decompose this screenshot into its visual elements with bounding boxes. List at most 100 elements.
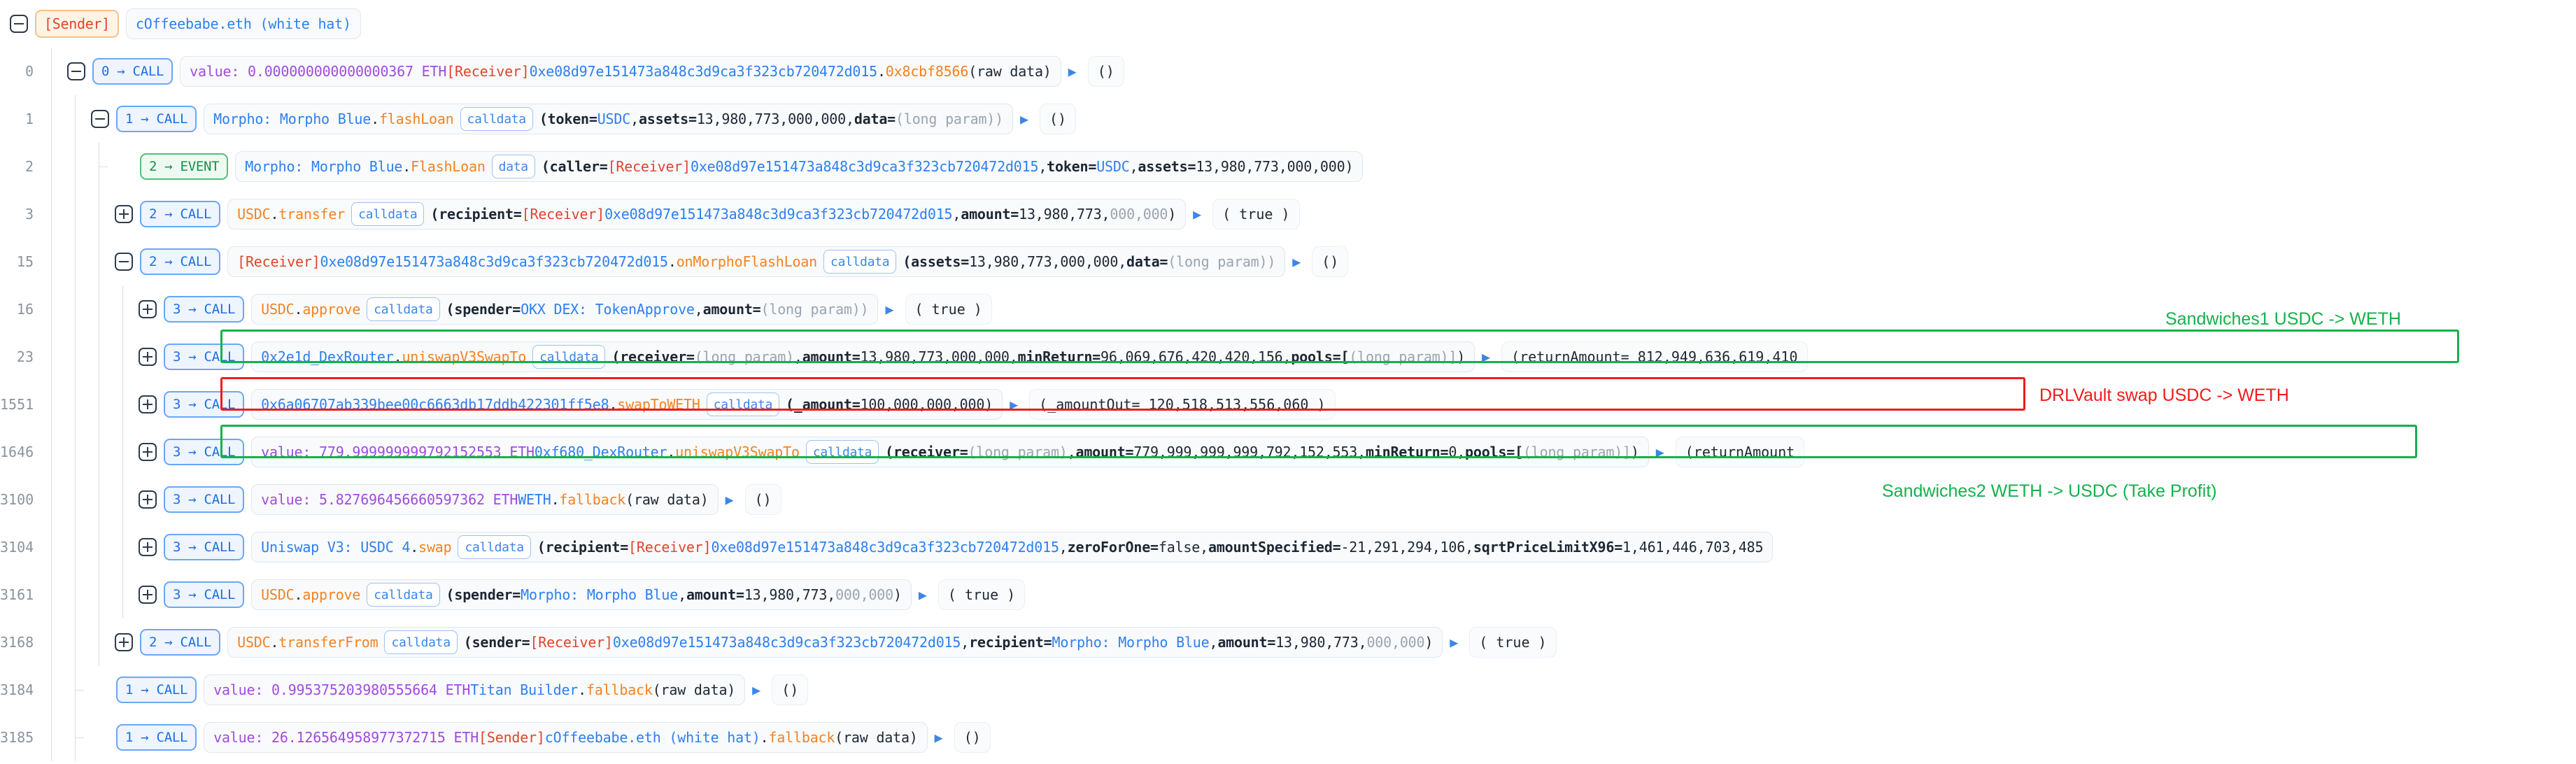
trace-row[interactable]: 1 1 → CALL Morpho: Morpho Blue . flashLoan… bbox=[0, 95, 2576, 143]
return-value-pill[interactable]: (returnAmount= 812,949,636,619,410 bbox=[1501, 341, 1808, 372]
address-ref: Morpho: Morpho Blue bbox=[1052, 634, 1210, 651]
return-value-pill[interactable]: () bbox=[1312, 246, 1349, 277]
call-depth-badge[interactable]: 1 → CALL bbox=[116, 677, 197, 703]
calldata-tag[interactable]: calldata bbox=[367, 297, 440, 321]
indent-guides bbox=[43, 381, 139, 428]
calldata-tag[interactable]: calldata bbox=[532, 345, 606, 369]
return-value-pill[interactable]: () bbox=[744, 484, 781, 515]
return-value-pill[interactable]: (returnAmount bbox=[1675, 437, 1805, 467]
row-index: 1 bbox=[24, 111, 34, 127]
call-depth-badge[interactable]: 3 → CALL bbox=[164, 439, 245, 465]
event-depth-badge[interactable]: 2 → EVENT bbox=[140, 153, 229, 180]
calldata-tag[interactable]: calldata bbox=[805, 440, 879, 464]
calldata-tag[interactable]: calldata bbox=[458, 535, 531, 559]
param-key: (receiver= bbox=[611, 348, 695, 365]
call-depth-badge[interactable]: 3 → CALL bbox=[164, 486, 245, 513]
call-depth-badge[interactable]: 2 → CALL bbox=[140, 629, 221, 656]
call-signature-pill[interactable]: value: 0.000000000000000367 ETH[Receiver… bbox=[180, 56, 1061, 87]
minus-square-icon[interactable] bbox=[10, 15, 28, 33]
calldata-tag[interactable]: calldata bbox=[351, 202, 425, 226]
plus-square-icon[interactable] bbox=[139, 395, 157, 413]
selector-hash: 0x8cbf8566 bbox=[885, 63, 969, 80]
return-arrow-icon: ▶ bbox=[1068, 63, 1077, 80]
plus-square-icon[interactable] bbox=[115, 633, 133, 651]
return-value-pill[interactable]: () bbox=[1087, 56, 1124, 87]
param-key: sqrtPriceLimitX96= bbox=[1473, 539, 1623, 556]
return-value-pill[interactable]: () bbox=[1040, 104, 1077, 134]
call-signature-pill[interactable]: value: 26.126564958977372715 ETH[Sender]… bbox=[204, 722, 928, 753]
return-value-pill[interactable]: () bbox=[772, 674, 809, 705]
row-index: 1646 bbox=[0, 444, 34, 460]
call-signature-pill[interactable]: [Receiver] 0xe08d97e151473a848c3d9ca3f32… bbox=[227, 246, 1286, 277]
call-signature-pill[interactable]: 0x6a06707ab339bee00c6663db17ddb422301ff5… bbox=[251, 389, 1003, 420]
return-value-pill[interactable]: ( true ) bbox=[1212, 199, 1300, 229]
sender-address-pill[interactable]: cOffeebabe.eth (white hat) bbox=[125, 8, 361, 39]
indent-guide bbox=[91, 571, 115, 618]
calldata-tag[interactable]: calldata bbox=[823, 250, 897, 274]
return-value-pill[interactable]: ( true ) bbox=[937, 579, 1026, 610]
receiver-tag: [Receiver] bbox=[628, 539, 712, 556]
indent-guide bbox=[43, 143, 67, 190]
plus-square-icon[interactable] bbox=[139, 490, 157, 509]
call-depth-badge[interactable]: 3 → CALL bbox=[164, 581, 245, 608]
calldata-tag[interactable]: calldata bbox=[706, 392, 780, 416]
call-depth-badge[interactable]: 3 → CALL bbox=[164, 296, 245, 323]
plus-square-icon[interactable] bbox=[139, 300, 157, 318]
call-depth-badge[interactable]: 3 → CALL bbox=[164, 344, 245, 370]
call-depth-badge[interactable]: 2 → CALL bbox=[140, 201, 221, 227]
return-value-pill[interactable]: ( true ) bbox=[905, 294, 992, 325]
row-index: 16 bbox=[16, 301, 34, 318]
punctuation: . bbox=[294, 301, 303, 318]
call-signature-pill[interactable]: value: 0.995375203980555664 ETH Titan Bu… bbox=[204, 674, 746, 705]
calldata-tag[interactable]: calldata bbox=[367, 583, 440, 607]
plus-square-icon[interactable] bbox=[139, 586, 157, 604]
calldata-tag[interactable]: data bbox=[491, 155, 535, 178]
call-signature-pill[interactable]: value: 5.827696456660597362 ETH WETH . f… bbox=[251, 484, 719, 515]
call-signature-pill[interactable]: value: 779.999999999792152553 ETH 0xf680… bbox=[251, 437, 1649, 467]
indent-guide bbox=[115, 333, 139, 381]
call-depth-badge[interactable]: 3 → CALL bbox=[164, 534, 245, 560]
minus-square-icon[interactable] bbox=[115, 253, 133, 271]
return-value-pill[interactable]: ( true ) bbox=[1469, 627, 1557, 658]
call-depth-badge[interactable]: 2 → CALL bbox=[140, 248, 221, 275]
call-depth-badge[interactable]: 1 → CALL bbox=[116, 106, 197, 132]
plus-square-icon[interactable] bbox=[139, 443, 157, 461]
plus-square-icon[interactable] bbox=[115, 205, 133, 223]
indent-guides bbox=[43, 285, 139, 333]
calldata-tag[interactable]: calldata bbox=[384, 630, 458, 654]
calldata-tag[interactable]: calldata bbox=[460, 107, 533, 131]
call-depth-badge[interactable]: 1 → CALL bbox=[116, 724, 197, 751]
minus-square-icon[interactable] bbox=[91, 110, 109, 128]
return-value-pill[interactable]: () bbox=[954, 722, 991, 753]
call-depth-badge[interactable]: 3 → CALL bbox=[164, 391, 245, 418]
indent-guide bbox=[43, 190, 67, 238]
param-key: amount= bbox=[1217, 634, 1276, 651]
plus-square-icon[interactable] bbox=[139, 538, 157, 556]
plus-square-icon[interactable] bbox=[139, 348, 157, 366]
return-value-pill[interactable]: (_amountOut= 120,518,513,556,060 ) bbox=[1029, 389, 1336, 420]
call-depth-badge[interactable]: 0 → CALL bbox=[92, 58, 174, 85]
minus-square-icon[interactable] bbox=[67, 62, 85, 80]
